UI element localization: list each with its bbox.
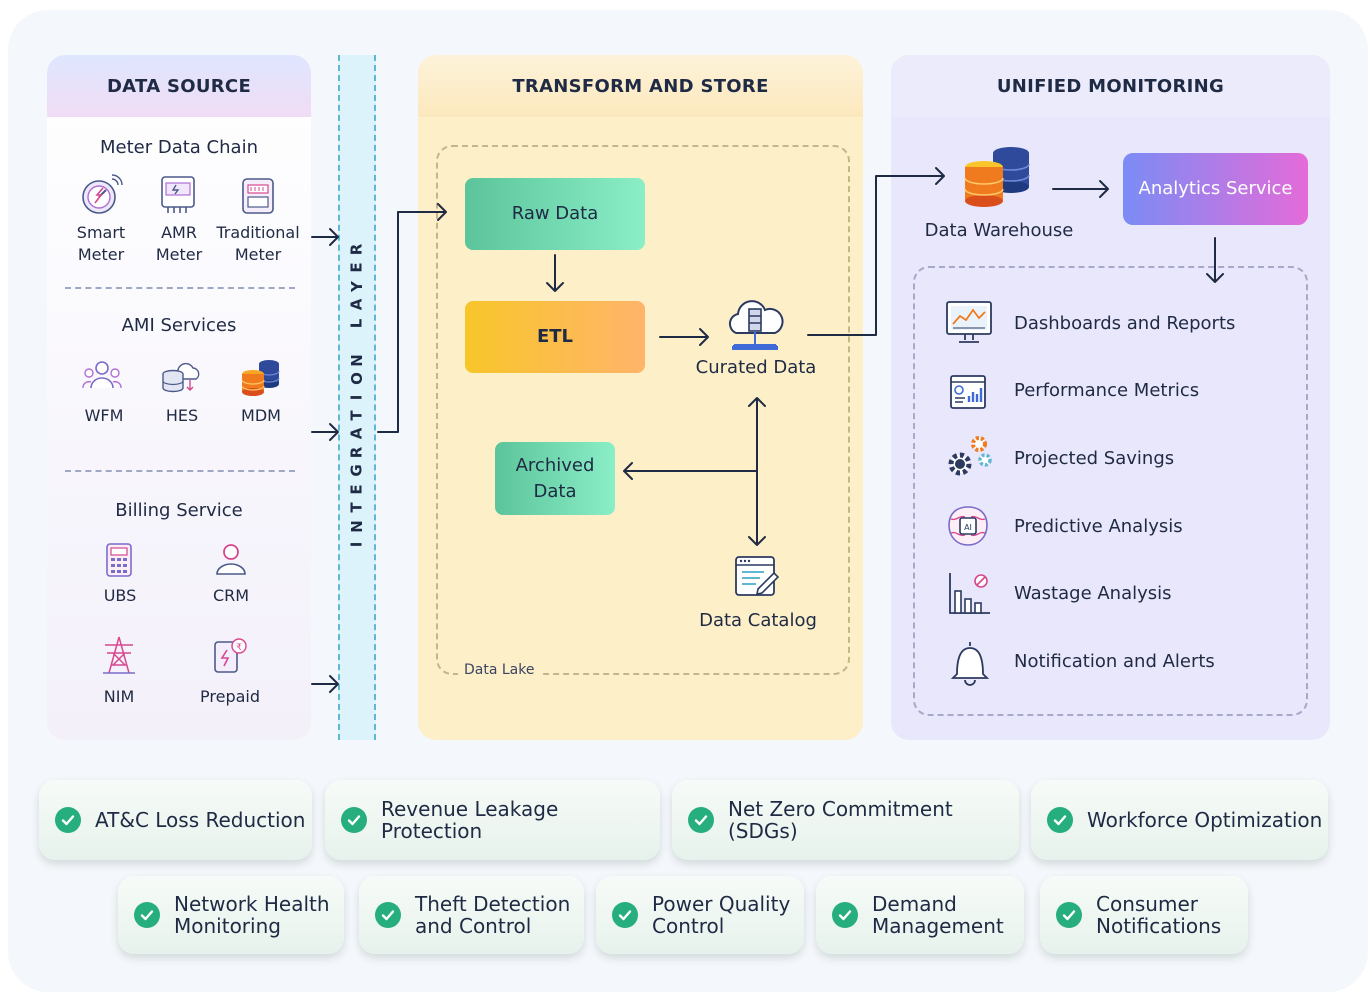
benefit-label: Workforce Optimization: [1087, 808, 1323, 832]
hes-label: HES: [165, 406, 199, 425]
data-catalog-label: Data Catalog: [699, 610, 817, 631]
data-lake-boundary: [436, 145, 850, 675]
dashboards-reports-label: Dashboards and Reports: [1014, 313, 1236, 334]
workforce-icon: [82, 361, 122, 389]
prepaid-label: Prepaid: [200, 687, 260, 706]
etl-to-curated-arrow: [659, 328, 709, 346]
curated-to-warehouse-arrow: [807, 167, 945, 336]
crm-label: CRM: [212, 586, 250, 605]
warehouse-to-analytics-arrow: [1052, 180, 1109, 198]
nim-label: NIM: [103, 687, 135, 706]
user-icon: [216, 544, 246, 575]
data-catalog-icon: [735, 556, 780, 596]
metrics-icon: [950, 375, 986, 409]
projected-savings-label: Projected Savings: [1014, 448, 1175, 469]
calculator-icon: [106, 543, 132, 577]
bar-chart-icon: [949, 573, 990, 614]
wfm-label: WFM: [84, 406, 124, 425]
check-icon: [1047, 807, 1073, 833]
traditional-meter-icon: [242, 178, 274, 214]
monitoring-outputs-group: [913, 266, 1308, 716]
benefit-label: AT&C Loss Reduction: [95, 808, 306, 832]
traditional-meter-label: Traditional Meter: [216, 223, 300, 264]
wastage-analysis-label: Wastage Analysis: [1014, 583, 1172, 604]
archived-data-box: Archived Data: [495, 442, 615, 515]
database-stack-icon: [241, 360, 280, 396]
check-icon: [832, 902, 858, 928]
etl-box: ETL: [465, 301, 645, 373]
svg-text:AI: AI: [964, 523, 972, 532]
benefit-pill: Theft Detection and Control: [359, 876, 584, 954]
smart-meter-label: Smart Meter: [76, 223, 126, 264]
benefit-label: Revenue Leakage Protection: [381, 797, 559, 843]
data-warehouse-icon: [964, 147, 1030, 207]
billing-service-title: Billing Service: [115, 500, 243, 521]
check-icon: [688, 807, 714, 833]
raw-to-etl-arrow: [546, 254, 564, 292]
gears-icon: [948, 436, 992, 476]
benefit-pill: Net Zero Commitment (SDGs): [672, 780, 1019, 860]
performance-metrics-label: Performance Metrics: [1014, 380, 1200, 401]
to-archived-arrow: [623, 462, 758, 480]
check-icon: [134, 902, 160, 928]
data-warehouse-label: Data Warehouse: [924, 220, 1074, 241]
unified-monitoring-title: UNIFIED MONITORING: [891, 55, 1330, 117]
meter-to-integration-arrow: [311, 228, 339, 246]
billing-to-integration-arrow: [311, 675, 339, 693]
check-icon: [1056, 902, 1082, 928]
integration-to-raw-arrow: [377, 203, 447, 433]
check-icon: [612, 902, 638, 928]
section-divider: [65, 287, 295, 289]
section-divider: [65, 470, 295, 472]
predictive-analysis-label: Predictive Analysis: [1014, 516, 1183, 537]
data-source-title: DATA SOURCE: [47, 55, 311, 117]
benefit-pill: Network Health Monitoring: [118, 876, 344, 954]
benefit-pill: Workforce Optimization: [1031, 780, 1328, 860]
cloud-database-icon: [162, 362, 200, 393]
check-icon: [375, 902, 401, 928]
check-icon: [341, 807, 367, 833]
notification-alerts-label: Notification and Alerts: [1014, 651, 1215, 672]
dashboard-icon: [946, 301, 992, 343]
integration-layer: [338, 55, 376, 740]
benefit-pill: AT&C Loss Reduction: [39, 780, 312, 860]
prepaid-meter-icon: ₹: [214, 638, 247, 673]
analytics-service-box: Analytics Service: [1123, 153, 1308, 225]
benefit-label: Theft Detection and Control: [415, 892, 571, 938]
benefit-label: Power Quality Control: [652, 892, 791, 938]
transform-store-panel: TRANSFORM AND STORE: [418, 55, 863, 740]
amr-meter-icon: [161, 176, 195, 213]
smart-meter-icon: [82, 174, 123, 214]
bell-icon: [950, 642, 990, 686]
benefit-pill: Demand Management: [816, 876, 1024, 954]
data-source-panel: DATA SOURCE: [47, 55, 311, 740]
benefit-pill: Revenue Leakage Protection: [325, 780, 660, 860]
cloud-server-icon: [728, 300, 784, 350]
transform-store-title: TRANSFORM AND STORE: [418, 55, 863, 117]
benefit-label: Demand Management: [872, 892, 1004, 938]
raw-data-box: Raw Data: [465, 178, 645, 250]
meter-chain-title: Meter Data Chain: [100, 137, 258, 158]
check-icon: [55, 807, 81, 833]
benefit-pill: Power Quality Control: [596, 876, 804, 954]
data-lake-label: Data Lake: [458, 662, 541, 678]
ami-to-integration-arrow: [311, 423, 339, 441]
ai-brain-icon: AI: [948, 506, 988, 546]
benefit-label: Network Health Monitoring: [174, 892, 330, 938]
benefit-pill: Consumer Notifications: [1040, 876, 1248, 954]
curated-data-label: Curated Data: [695, 357, 817, 378]
amr-meter-label: AMR Meter: [155, 223, 203, 264]
ubs-label: UBS: [103, 586, 137, 605]
svg-text:₹: ₹: [236, 643, 242, 653]
transmission-tower-icon: [103, 636, 135, 674]
mdm-label: MDM: [241, 406, 281, 425]
analytics-to-outputs-arrow: [1206, 237, 1224, 283]
ami-services-title: AMI Services: [121, 315, 237, 336]
benefit-label: Consumer Notifications: [1096, 892, 1222, 938]
benefit-label: Net Zero Commitment (SDGs): [728, 797, 953, 843]
